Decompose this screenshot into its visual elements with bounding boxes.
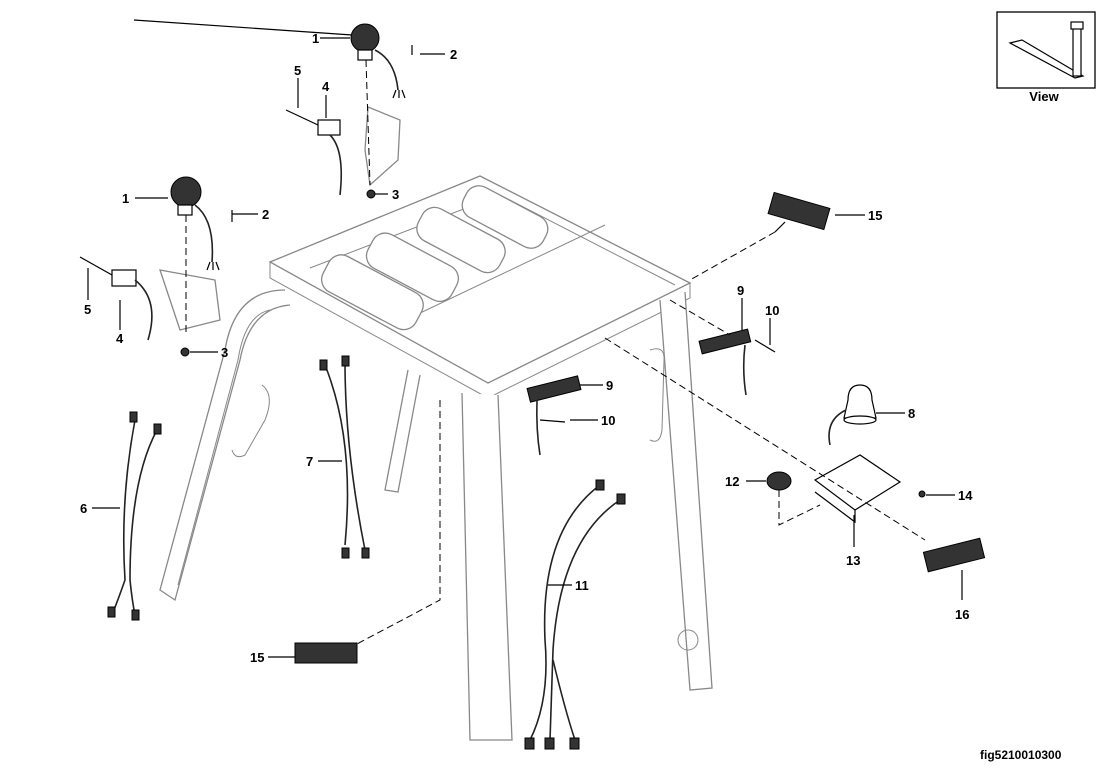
harness-7: [319, 355, 370, 559]
callout-9: 9: [606, 378, 613, 393]
callout-12: 12: [725, 474, 739, 489]
view-label: View: [1029, 89, 1059, 104]
work-light-upper: [285, 23, 413, 199]
mount-bracket-upper: [364, 106, 401, 187]
callout-3: 3: [392, 187, 399, 202]
work-light-lower: [79, 176, 233, 357]
callout-6: 6: [80, 501, 87, 516]
callout-9: 9: [737, 283, 744, 298]
front-left-leg: [461, 392, 513, 741]
fork-hook-icon: [1070, 21, 1084, 30]
rear-post: [384, 369, 421, 493]
callout-15: 15: [250, 650, 264, 665]
left-grab-handle: [231, 384, 270, 458]
right-grab-handle: [649, 348, 665, 442]
callout-5: 5: [294, 63, 301, 78]
relay-box-lower: [111, 269, 137, 287]
callout-1: 1: [312, 31, 319, 46]
callout-15: 15: [868, 208, 882, 223]
roof-windows: [320, 185, 549, 331]
callout-3: 3: [221, 345, 228, 360]
figure-id: fig5210010300: [980, 748, 1062, 762]
beacon-light: [843, 384, 877, 419]
callout-16: 16: [955, 607, 969, 622]
beacon-bracket: [813, 454, 902, 511]
callout-2: 2: [262, 207, 269, 222]
overhead-guard: [159, 175, 713, 741]
callout-2: 2: [450, 47, 457, 62]
callout-10: 10: [765, 303, 779, 318]
fork-blade-icon: [1008, 39, 1085, 79]
light-bar-rear: [767, 191, 831, 233]
callout-8: 8: [908, 406, 915, 421]
callout-4: 4: [116, 331, 124, 346]
harness-11: [524, 479, 626, 750]
callout-14: 14: [958, 488, 973, 503]
relay-box-upper: [317, 119, 341, 136]
marker-light-rear: [698, 328, 776, 396]
callout-5: 5: [84, 302, 91, 317]
left-rear-post: [159, 289, 291, 602]
front-right-leg: [659, 291, 713, 691]
callout-13: 13: [846, 553, 860, 568]
harness-6: [107, 411, 162, 621]
leader-lines: [87, 19, 963, 658]
marker-light-front: [526, 375, 582, 456]
callout-11: 11: [575, 578, 589, 593]
fork-shank-icon: [1072, 25, 1082, 77]
beacon-assembly: [766, 384, 926, 524]
callout-7: 7: [306, 454, 313, 469]
mount-bracket-lower: [159, 269, 221, 331]
light-bar-front: [294, 642, 358, 664]
callout-10: 10: [601, 413, 615, 428]
grommet: [766, 471, 792, 491]
callout-4: 4: [322, 79, 330, 94]
view-inset: View: [996, 11, 1096, 104]
light-bar-side: [922, 537, 986, 573]
callout-1: 1: [122, 191, 129, 206]
